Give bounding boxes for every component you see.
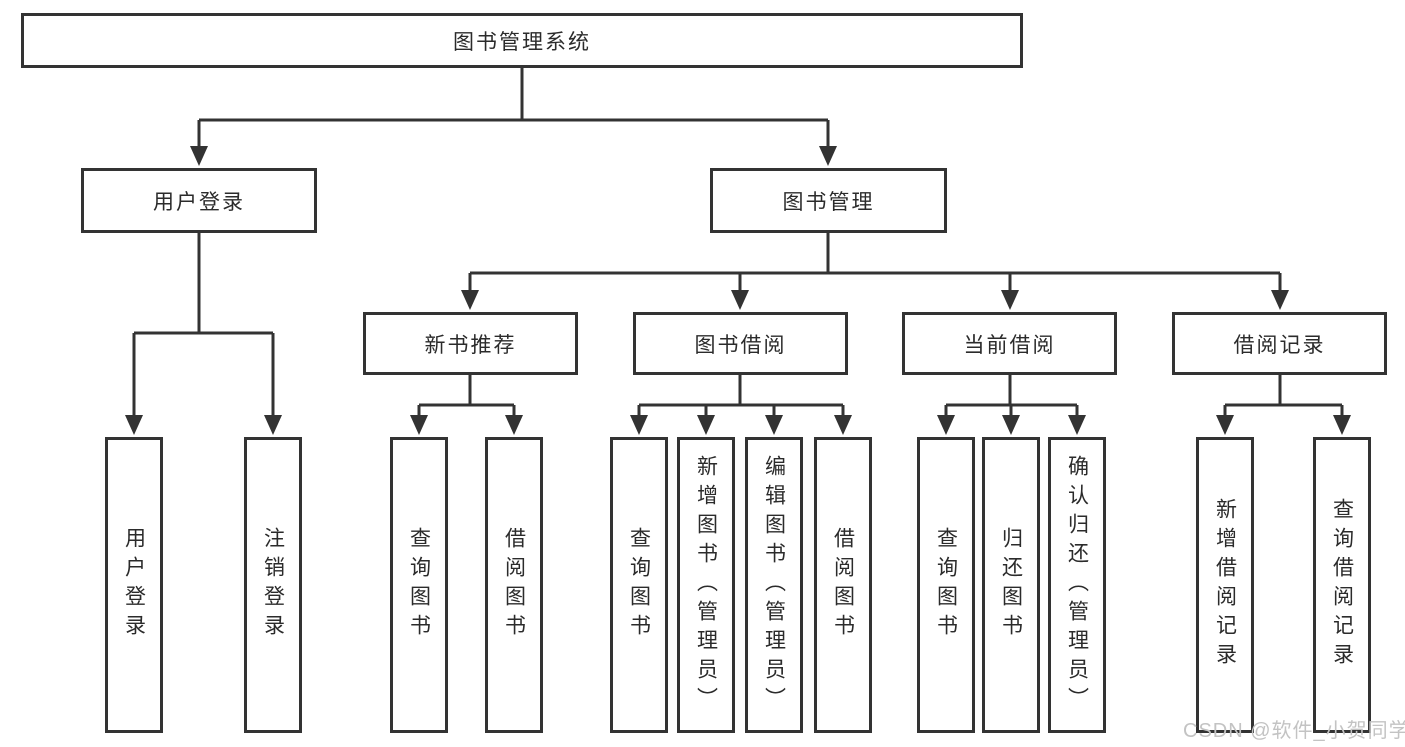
node-book-borrowing: 图书借阅 xyxy=(633,312,848,375)
leaf-query-books-current: 查询图书 xyxy=(917,437,975,733)
leaf-add-borrow-record-label: 新增借阅记录 xyxy=(1213,498,1237,672)
leaf-borrow-books-label: 借阅图书 xyxy=(831,527,855,643)
leaf-query-books-borrowing-label: 查询图书 xyxy=(627,527,651,643)
node-borrow-records-label: 借阅记录 xyxy=(1233,333,1326,357)
leaf-edit-books-admin-label: 编辑图书（管理员） xyxy=(762,454,786,716)
leaf-add-borrow-record: 新增借阅记录 xyxy=(1196,437,1254,733)
leaf-user-login: 用户登录 xyxy=(105,437,163,733)
leaf-query-books-recommend-label: 查询图书 xyxy=(407,527,431,643)
leaf-edit-books-admin: 编辑图书（管理员） xyxy=(745,437,803,733)
leaf-query-books-borrowing: 查询图书 xyxy=(610,437,668,733)
arrowhead-icons xyxy=(125,146,1351,435)
leaf-add-books-admin: 新增图书（管理员） xyxy=(677,437,735,733)
leaf-borrow-books-recommend-label: 借阅图书 xyxy=(502,527,526,643)
leaf-query-borrow-record: 查询借阅记录 xyxy=(1313,437,1371,733)
leaf-borrow-books: 借阅图书 xyxy=(814,437,872,733)
node-user-login-label: 用户登录 xyxy=(153,190,245,214)
leaf-logout-label: 注销登录 xyxy=(261,527,285,643)
leaf-user-login-label: 用户登录 xyxy=(122,527,146,643)
node-user-login: 用户登录 xyxy=(81,168,317,233)
leaf-return-books-label: 归还图书 xyxy=(999,527,1023,643)
leaf-query-books-recommend: 查询图书 xyxy=(390,437,448,733)
node-borrow-records: 借阅记录 xyxy=(1172,312,1387,375)
leaf-add-books-admin-label: 新增图书（管理员） xyxy=(694,454,718,716)
leaf-borrow-books-recommend: 借阅图书 xyxy=(485,437,543,733)
node-library-system: 图书管理系统 xyxy=(21,13,1023,68)
leaf-query-books-current-label: 查询图书 xyxy=(934,527,958,643)
node-new-book-recommend-label: 新书推荐 xyxy=(424,333,517,357)
leaf-query-borrow-record-label: 查询借阅记录 xyxy=(1330,498,1354,672)
leaf-confirm-return-admin: 确认归还（管理员） xyxy=(1048,437,1106,733)
node-current-borrowing: 当前借阅 xyxy=(902,312,1117,375)
node-new-book-recommend: 新书推荐 xyxy=(363,312,578,375)
node-book-management-label: 图书管理 xyxy=(782,190,875,214)
node-library-system-label: 图书管理系统 xyxy=(453,30,591,54)
leaf-logout: 注销登录 xyxy=(244,437,302,733)
leaf-return-books: 归还图书 xyxy=(982,437,1040,733)
csdn-watermark: CSDN @软件_小贺同学 xyxy=(1183,720,1405,742)
connector-lines xyxy=(132,68,1344,416)
node-book-borrowing-label: 图书借阅 xyxy=(694,333,787,357)
node-current-borrowing-label: 当前借阅 xyxy=(963,333,1056,357)
leaf-confirm-return-admin-label: 确认归还（管理员） xyxy=(1065,454,1089,716)
node-book-management: 图书管理 xyxy=(710,168,947,233)
